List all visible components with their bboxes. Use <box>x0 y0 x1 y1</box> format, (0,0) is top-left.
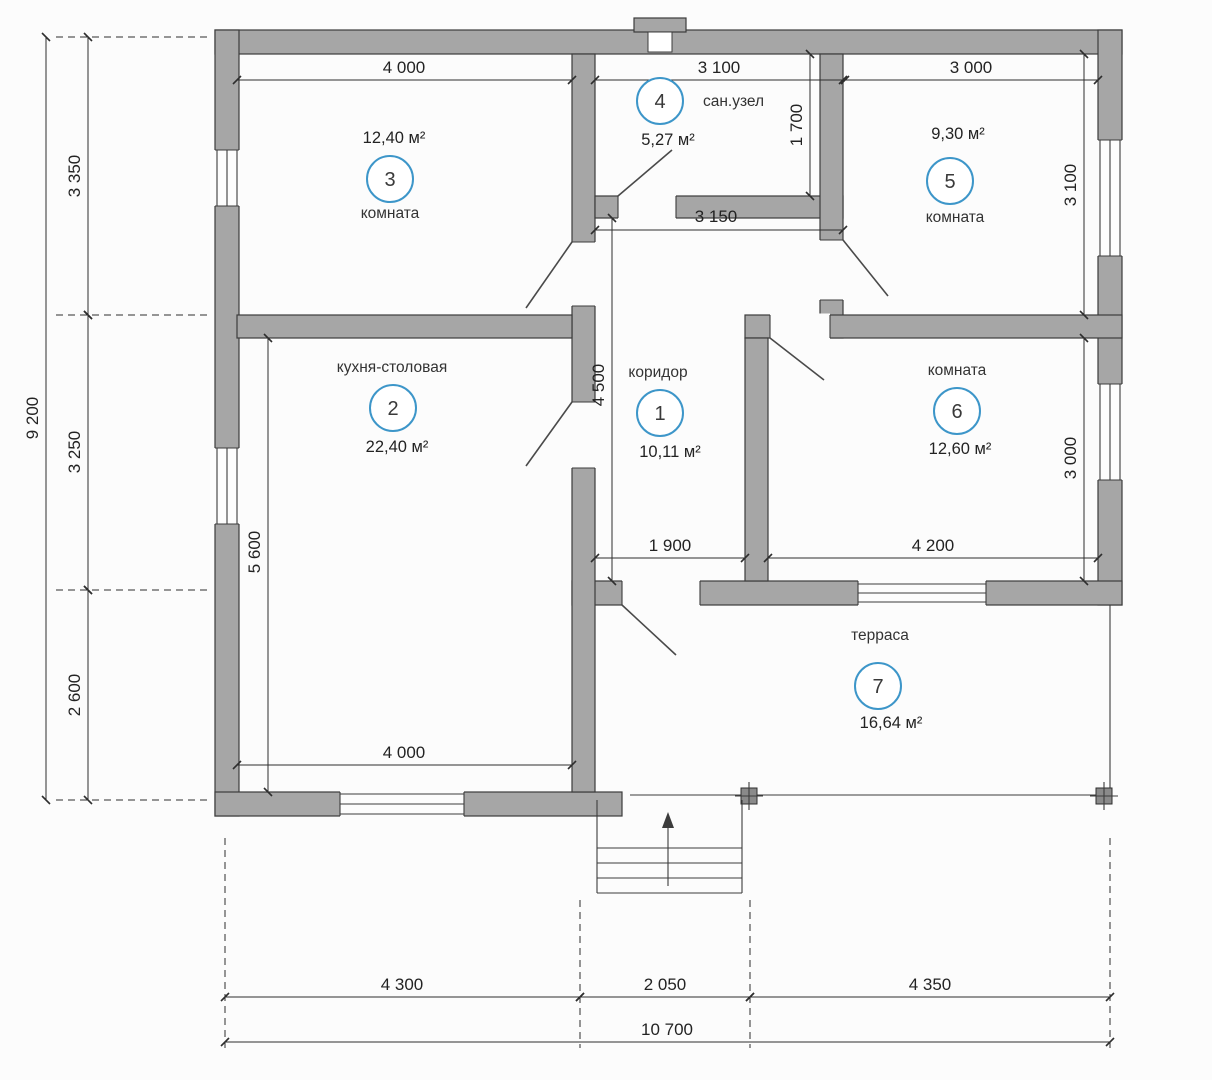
room-marker-6: 6 комната 12,60 м² <box>928 362 992 458</box>
door-sanuzel <box>617 149 677 220</box>
wall-room6-north <box>744 314 1123 339</box>
room-number-2: 2 <box>387 398 398 420</box>
dim-left-seg1: 3 350 <box>65 155 84 198</box>
room-marker-2: 2 кухня-столовая 22,40 м² <box>337 359 447 456</box>
dim-top-sanuzel: 3 100 <box>698 58 741 77</box>
room-marker-1: 1 коридор 10,11 м² <box>628 364 701 461</box>
room-number-circle-3 <box>366 155 414 203</box>
window-room6-south <box>857 579 987 607</box>
door-room5 <box>818 239 889 301</box>
dim-bottom-seg1: 4 300 <box>381 975 424 994</box>
window-kitchen-south <box>339 790 465 818</box>
door-kitchen <box>525 401 597 469</box>
room-labels: 1 коридор 10,11 м² 2 кухня-столовая 22,4… <box>337 77 992 732</box>
terrace-post-right <box>1090 782 1118 810</box>
vent-shaft <box>633 17 687 33</box>
room-area-3: 12,40 м² <box>363 129 426 147</box>
room-number-circle-5 <box>926 157 974 205</box>
window-room3-west <box>213 149 241 207</box>
room-number-circle-4 <box>636 77 684 125</box>
dim-kitchen-width: 4 000 <box>383 743 426 762</box>
dim-corridor-depth: 4 500 <box>589 364 608 407</box>
dimension-lines: 4 000 3 100 3 000 3 350 3 250 2 600 9 20… <box>23 32 1115 1048</box>
room-area-6: 12,60 м² <box>929 440 992 458</box>
room-area-2: 22,40 м² <box>366 438 429 456</box>
room-area-1: 10,11 м² <box>639 443 701 461</box>
window-room5-east <box>1096 139 1124 257</box>
room-number-5: 5 <box>944 171 955 193</box>
dim-top-room3: 4 000 <box>383 58 426 77</box>
windows <box>213 139 1124 818</box>
room-marker-4: 4 сан.узел 5,27 м² <box>636 77 764 149</box>
terrace-edge <box>630 605 1118 810</box>
dim-left-total: 9 200 <box>23 397 42 440</box>
room-number-7: 7 <box>872 676 883 698</box>
room-name-4: сан.узел <box>703 93 764 110</box>
entry-direction-arrow <box>662 812 674 886</box>
room-number-circle-2 <box>369 384 417 432</box>
wall-corridor-east <box>744 337 769 582</box>
window-kitchen-west <box>213 447 241 525</box>
room-area-7: 16,64 м² <box>860 714 923 732</box>
dim-kitchen-depth: 5 600 <box>245 531 264 574</box>
room-number-circle-7 <box>854 662 902 710</box>
room-marker-3: 3 12,40 м² комната <box>361 129 426 222</box>
door-room3 <box>525 241 597 309</box>
room-number-circle-6 <box>933 387 981 435</box>
vent-shaft-duct <box>647 31 673 53</box>
room-name-2: кухня-столовая <box>337 359 447 376</box>
room-marker-5: 5 9,30 м² комната <box>926 125 986 226</box>
dim-corridor-width: 1 900 <box>649 536 692 555</box>
terrace-post-left <box>735 782 763 810</box>
wall-left <box>214 29 240 817</box>
dim-top-room5: 3 000 <box>950 58 993 77</box>
room-number-6: 6 <box>951 401 962 423</box>
room-name-7: терраса <box>851 627 909 644</box>
dim-bottom-seg3: 4 350 <box>909 975 952 994</box>
dim-sanuzel-depth: 1 700 <box>787 104 806 147</box>
room-area-5: 9,30 м² <box>931 125 985 143</box>
room-name-5: комната <box>926 209 985 226</box>
wall-room3-south <box>236 314 573 339</box>
dim-left-seg3: 2 600 <box>65 674 84 717</box>
dim-room6-depth: 3 000 <box>1061 437 1080 480</box>
room-number-4: 4 <box>654 91 665 113</box>
window-room6-east <box>1096 383 1124 481</box>
dim-bottom-total: 10 700 <box>641 1020 693 1039</box>
room-number-1: 1 <box>654 403 665 425</box>
dim-room6-width: 4 200 <box>912 536 955 555</box>
room-marker-7: 7 терраса 16,64 м² <box>851 627 923 732</box>
door-entry <box>621 579 701 656</box>
room-name-6: комната <box>928 362 987 379</box>
room-name-1: коридор <box>628 364 687 381</box>
door-room6 <box>769 313 831 381</box>
room-area-4: 5,27 м² <box>641 131 695 149</box>
dim-sanuzel-width: 3 150 <box>695 207 738 226</box>
room-name-3: комната <box>361 205 420 222</box>
room-number-circle-1 <box>636 389 684 437</box>
door-openings <box>525 149 889 656</box>
dim-bottom-seg2: 2 050 <box>644 975 687 994</box>
dim-room5-depth: 3 100 <box>1061 164 1080 207</box>
room-number-3: 3 <box>384 169 395 191</box>
entry-steps <box>596 800 743 894</box>
dim-left-seg2: 3 250 <box>65 431 84 474</box>
